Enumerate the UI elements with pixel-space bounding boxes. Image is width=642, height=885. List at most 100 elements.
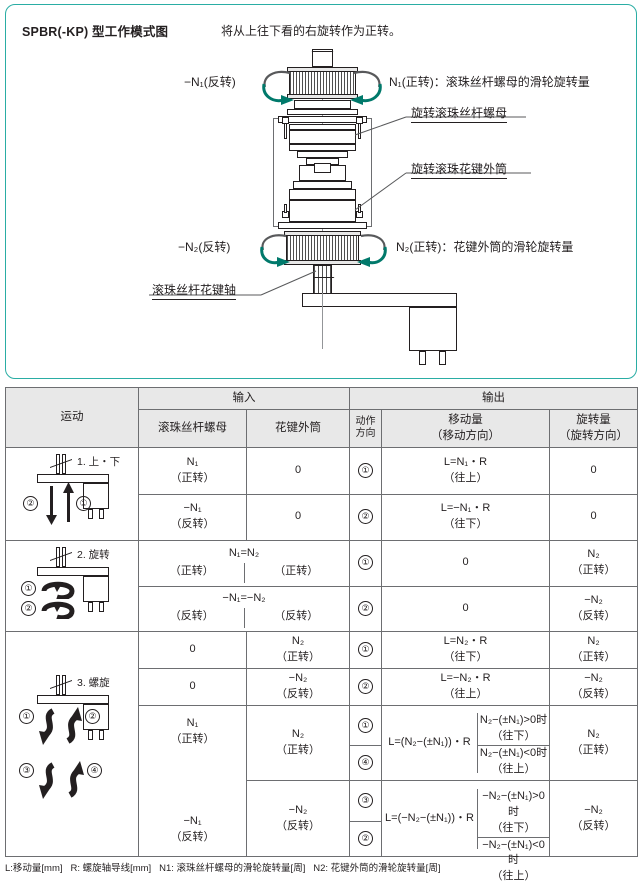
label-negative-n1: −N₁(反转) xyxy=(184,75,236,89)
motor-leg-right xyxy=(439,351,446,365)
footnote-l: L:移动量[mm] xyxy=(5,863,63,875)
spiral-arrow-4 xyxy=(68,760,84,798)
cell-travel: L=N₂・R （往下） xyxy=(381,631,550,669)
table-header: 运动 输入 输出 滚珠丝杆螺母 花键外筒 动作 方向 移动量 （移动方向） 旋转… xyxy=(5,386,639,449)
cell-direction: ① xyxy=(349,704,382,747)
motion-2-mark-2: ② xyxy=(21,601,36,617)
cw-rotation-arrow-bottom xyxy=(357,234,387,267)
travel-formula: L=(−N₂−(±N₁))・R xyxy=(382,788,478,849)
label-positive-n1: N₁(正转)：滚珠丝杆螺母的滑轮旋转量 xyxy=(389,75,590,89)
table-row: −N₁ （反转） 0 ② L=−N₁・R （往下） 0 xyxy=(6,493,639,542)
table-header-row-2: 滚珠丝杆螺母 花键外筒 动作 方向 移动量 （移动方向） 旋转量 （旋转方向） xyxy=(6,408,639,449)
table-row: ② xyxy=(6,821,638,858)
spline-ring-top xyxy=(293,181,352,189)
cell-input-merged: −N₁=−N₂ （反转） （反转） xyxy=(138,585,350,633)
spline-outer-cylinder xyxy=(289,200,356,222)
header-motion: 运动 xyxy=(5,386,139,449)
cell-input-spline-compound: N₂ （正转） xyxy=(246,704,350,782)
cell-direction: ② xyxy=(349,667,382,706)
leader-lines xyxy=(149,116,531,296)
footnote-n1: N1: 滚珠丝杆螺母的滑轮旋转量[周] xyxy=(159,863,306,875)
spline-collar xyxy=(289,189,356,200)
motion-3-mark-2: ② xyxy=(85,708,100,724)
bolt-shank-left-2 xyxy=(284,204,287,213)
cell-input-nut: N₁ （正转） xyxy=(138,447,247,495)
cell-travel-compound: L=(N₂−(±N₁))・R N₂−(±N₁)>0时 （往下） N₂−(±N₁)… xyxy=(381,704,550,782)
bolt-shank-left xyxy=(284,123,287,139)
mounting-table xyxy=(302,293,457,307)
cell-direction: ④ xyxy=(349,745,382,782)
cell-travel: L=−N₂・R （往上） xyxy=(381,667,550,706)
motion-2-mark-1: ① xyxy=(21,581,36,597)
cell-direction: ② xyxy=(349,821,382,858)
ccw-rotation-arrow-top xyxy=(262,70,294,105)
bolt-shank-right xyxy=(358,123,361,139)
cell-rotation: N₂ （正转） xyxy=(548,540,639,587)
cell-direction: ② xyxy=(349,493,382,542)
table-row: 1. 上・下 ② ① N₁ （正转） 0 ① L=N₁・R （往上） 0 xyxy=(5,447,639,542)
motion-1-mark-1: ① xyxy=(76,496,91,512)
cw-rotation-arrow-top xyxy=(350,70,382,105)
table-row: ④ xyxy=(6,745,638,782)
cell-rotation: N₂ （正转） xyxy=(548,631,639,669)
spiral-arrow-1 xyxy=(39,707,55,745)
cell-travel-compound: L=(−N₂−(±N₁))・R −N₂−(±N₁)>0时 （往下） −N₂−(±… xyxy=(381,780,550,882)
cell-input-spline: −N₂ （反转） xyxy=(246,667,350,706)
header-input: 输入 xyxy=(138,387,350,410)
header-ball-screw-nut: 滚珠丝杆螺母 xyxy=(138,408,247,449)
cell-rotation: −N₂ （反转） xyxy=(548,585,639,633)
table-row: −N₂ （反转） ③ L=(−N₂−(±N₁))・R −N₂−(±N₁)>0时 … xyxy=(6,780,639,882)
page-title: SPBR(-KP) 型工作模式图 xyxy=(22,25,169,39)
coupling-inner xyxy=(314,163,331,173)
spiral-arrow-2 xyxy=(66,706,82,744)
label-negative-n2: −N₂(反转) xyxy=(178,240,231,254)
table-row: 3. 螺旋 ① ② xyxy=(5,631,639,858)
upper-pulley xyxy=(289,71,356,95)
table-row: N₁ （正转） −N₁ （反转） N₂ （正转） ① L=(N₂−(±N₁))・… xyxy=(6,704,639,858)
travel-case: N₂−(±N₁)>0时 （往下） xyxy=(478,713,549,746)
motion-2-name: 2. 旋转 xyxy=(77,549,110,562)
table-row: 2. 旋转 ① ② N₁=N₂ （正转） （正转 xyxy=(5,540,639,633)
motor-leg-left xyxy=(419,351,426,365)
cell-input-merged: N₁=N₂ （正转） （正转） xyxy=(138,540,350,587)
diagram-note: 将从上往下看的右旋转作为正转。 xyxy=(221,24,402,38)
cell-direction: ① xyxy=(349,631,382,669)
spiral-arrow-3 xyxy=(39,761,55,799)
flange-bottom xyxy=(278,222,367,229)
table-row: −N₁=−N₂ （反转） （反转） ② 0 −N₂ （反转） xyxy=(6,585,639,633)
upper-seat xyxy=(287,109,358,115)
header-spline-outer: 花键外筒 xyxy=(246,408,350,449)
cell-direction: ① xyxy=(349,540,382,587)
nut-collar xyxy=(297,151,348,158)
travel-case: N₂−(±N₁)<0时 （往上） xyxy=(479,746,548,775)
cell-input-spline-compound: −N₂ （反转） xyxy=(246,780,350,858)
footnote-r: R: 螺旋轴导线[mm] xyxy=(70,863,152,875)
cell-input-nut-compound: N₁ （正转） −N₁ （反转） xyxy=(138,704,247,858)
table-row: 0 −N₂ （反转） ② L=−N₂・R （往上） −N₂ （反转） xyxy=(6,667,639,706)
header-output: 输出 xyxy=(348,387,639,410)
motion-1-name: 1. 上・下 xyxy=(77,456,121,469)
motion-icon-spiral: 3. 螺旋 ① ② xyxy=(5,631,139,858)
cell-rotation-compound: −N₂ （反转） xyxy=(548,780,639,858)
cell-input-spline: 0 xyxy=(246,493,350,542)
travel-case: −N₂−(±N₁)<0时 （往上） xyxy=(482,838,545,883)
cell-input-nut: 0 xyxy=(138,667,247,706)
nut-ring-1 xyxy=(289,124,356,130)
motion-1-mark-2: ② xyxy=(23,496,38,512)
label-positive-n2: N₂(正转)：花键外筒的滑轮旋转量 xyxy=(396,240,574,254)
nut-ring-2 xyxy=(289,144,356,151)
cell-input-spline: 0 xyxy=(246,447,350,495)
header-travel: 移动量 （移动方向） xyxy=(381,408,550,449)
motion-3-mark-4: ④ xyxy=(87,762,102,778)
ccw-rotation-arrow-bottom xyxy=(260,234,290,267)
motion-icon-updown: 1. 上・下 ② ① xyxy=(5,447,139,542)
bolt-shank-right-2 xyxy=(358,204,361,213)
motion-3-mark-3: ③ xyxy=(19,762,34,778)
cell-travel: 0 xyxy=(381,540,550,587)
upper-pulley-flange-bottom xyxy=(287,94,358,99)
cell-travel: 0 xyxy=(381,585,550,633)
lower-center-line xyxy=(322,293,323,331)
cell-input-nut: −N₁ （反转） xyxy=(138,493,247,542)
rotate-arrow-1 xyxy=(41,581,75,600)
footnote: L:移动量[mm] R: 螺旋轴导线[mm] N1: 滚珠丝杆螺母的滑轮旋转量[… xyxy=(5,860,637,874)
